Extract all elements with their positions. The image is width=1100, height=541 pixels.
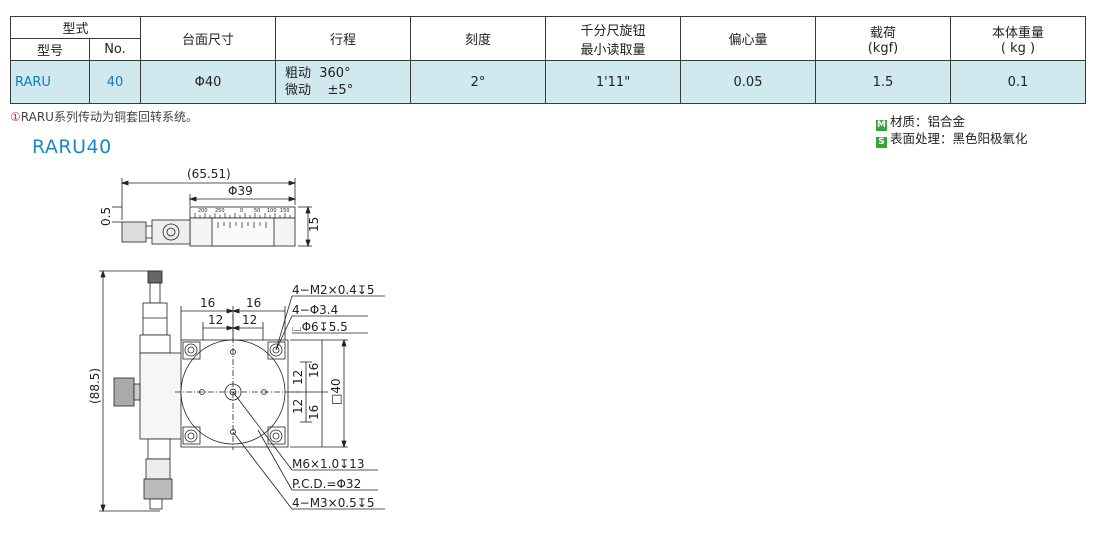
dim-v16-top: 16 — [307, 363, 321, 378]
material-text: 材质：铝合金 — [890, 114, 966, 129]
header-load-line1: 载荷 — [869, 25, 896, 41]
cell-table-size: Φ40 — [140, 60, 276, 104]
header-model: 型号 — [10, 38, 90, 61]
drawing-title: RARU40 — [32, 136, 112, 158]
dial-scale-labels: 200 250 0 50 100 150 — [198, 208, 290, 214]
scale-tick-label: 150 — [280, 208, 290, 214]
callout-pcd: P.C.D.=Φ32 — [292, 477, 361, 491]
dim-dia39: Φ39 — [228, 184, 253, 198]
scale-tick-label: 0 — [240, 208, 243, 214]
header-weight-line2: ( kg ) — [1000, 40, 1036, 56]
header-weight-line1: 本体重量 — [991, 25, 1044, 41]
dim-12-right: 12 — [242, 313, 257, 327]
scale-tick-label: 100 — [267, 208, 277, 214]
dim-thickness: 0.5 — [99, 207, 113, 226]
callout-counterbore: ⌴Φ6↧5.5 — [292, 320, 348, 334]
dim-v12-bottom: 12 — [291, 399, 305, 414]
dim-square40: □40 — [329, 378, 343, 405]
cell-no: 40 — [89, 60, 141, 104]
callout-m3-thread: 4−M3×0.5↧5 — [292, 496, 375, 510]
surface-text: 表面处理：黑色阳极氧化 — [890, 131, 1028, 146]
header-knob-line1: 千分尺旋钮 — [580, 23, 646, 39]
header-knob-line2: 最小读取量 — [580, 42, 646, 58]
dim-height15: 15 — [307, 217, 321, 232]
scale-tick-label: 200 — [198, 208, 208, 214]
cell-stroke-fine: 微动 ±5° — [285, 83, 354, 98]
dim-v16-bottom: 16 — [307, 405, 321, 420]
spec-table: 型式 台面尺寸 行程 刻度 千分尺旋钮 最小读取量 偏心量 载荷 (kgf) 本… — [10, 16, 1086, 104]
dim-v12-top: 12 — [291, 370, 305, 385]
scale-tick-label: 50 — [254, 208, 260, 214]
scale-tick-label: 250 — [215, 208, 225, 214]
material-badge: M — [876, 120, 887, 131]
callout-m2-thread: 4−M2×0.4↧5 — [292, 283, 375, 297]
dim-16-left: 16 — [200, 296, 215, 310]
header-load-line2: (kgf) — [867, 40, 899, 56]
dial-scale — [194, 213, 291, 228]
note-marker: ① — [10, 110, 21, 124]
header-knob: 千分尺旋钮 最小读取量 — [545, 16, 681, 61]
dim-overall-width: (65.51) — [187, 167, 231, 181]
header-eccentricity: 偏心量 — [680, 16, 816, 61]
note-text: RARU系列传动为铜套回转系统。 — [20, 110, 198, 124]
dim-16-right: 16 — [246, 296, 261, 310]
cell-model: RARU — [10, 60, 90, 104]
surface-badge: S — [876, 137, 887, 148]
dim-overall-height: (88.5) — [88, 368, 102, 404]
cell-stroke: 粗动 360° 微动 ±5° — [275, 60, 411, 104]
series-note: ①RARU系列传动为铜套回转系统。 — [10, 108, 198, 125]
cell-knob-min: 1'11" — [545, 60, 681, 104]
dim-12-left: 12 — [208, 313, 223, 327]
callout-phi34-hole: 4−Φ3.4 — [292, 303, 338, 317]
callout-m6-thread: M6×1.0↧13 — [292, 457, 364, 471]
header-no: No. — [89, 38, 141, 61]
header-load: 载荷 (kgf) — [815, 16, 951, 61]
cell-stroke-coarse: 粗动 360° — [285, 66, 351, 81]
cell-weight: 0.1 — [950, 60, 1086, 104]
cell-scale: 2° — [410, 60, 546, 104]
